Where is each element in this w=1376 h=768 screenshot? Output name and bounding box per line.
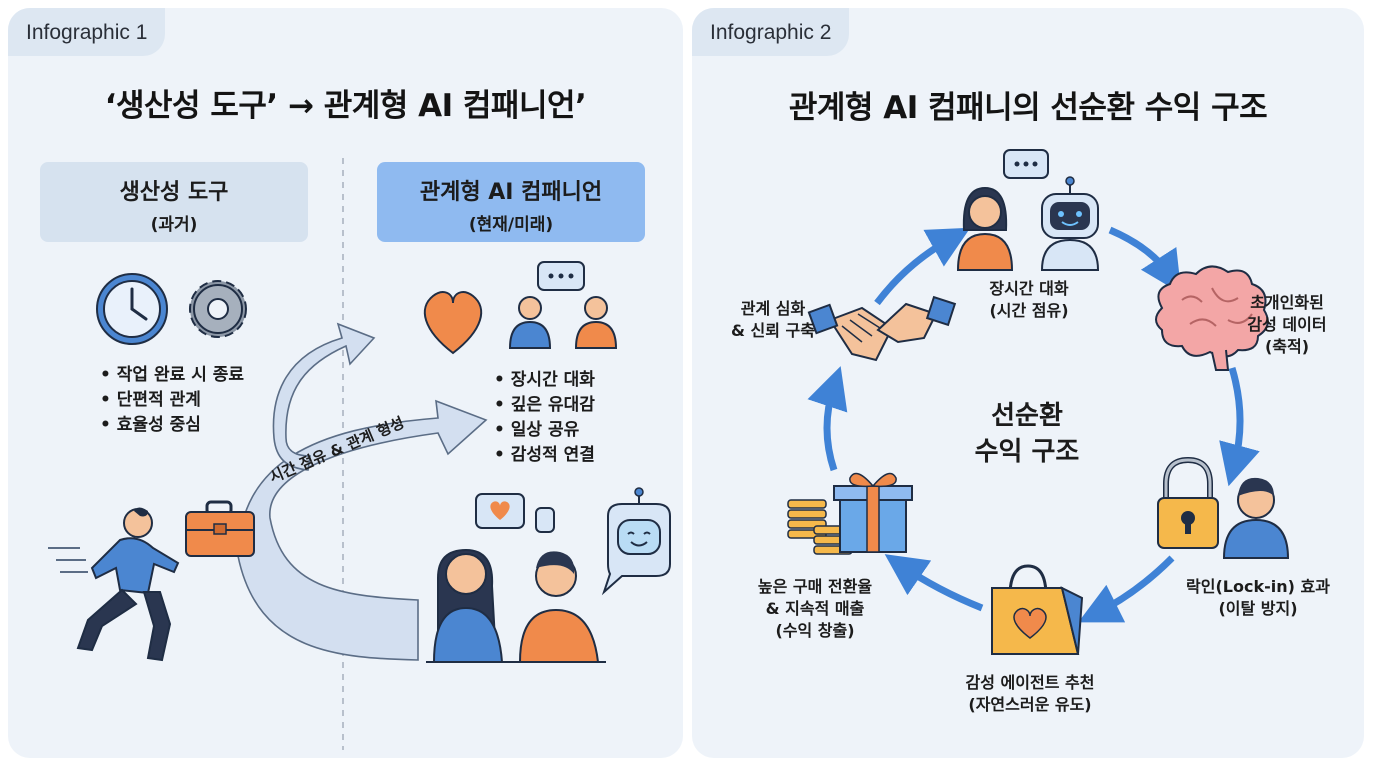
couple-chat-icon [426, 493, 606, 663]
chat-people-icon [508, 261, 618, 349]
step-line: 락인(Lock-in) 효과 [1186, 577, 1330, 596]
toolbox-icon [185, 500, 255, 557]
step-line: & 신뢰 구축 [731, 321, 815, 340]
infographic-1-panel: Infographic 1 ‘생산성 도구’ → 관계형 AI 컴패니언’ 생산… [8, 8, 683, 758]
coins-gift-icon [787, 472, 913, 555]
infographic-2-panel: Infographic 2 관계형 AI 컴패니의 선순환 수익 구조 [692, 8, 1364, 758]
center-line: 수익 구조 [974, 437, 1080, 467]
step-label: 높은 구매 전환율 & 지속적 매출 (수익 창출) [730, 576, 900, 642]
person-robot-chat-icon [956, 149, 1100, 271]
heart-icon [423, 291, 483, 355]
step-line: 장시간 대화 [989, 279, 1069, 298]
past-column-header: 생산성 도구 (과거) [40, 162, 308, 242]
step-line: (수익 창출) [775, 621, 855, 640]
center-line: 선순환 [991, 401, 1063, 431]
step-label: 장시간 대화 (시간 점유) [944, 278, 1114, 322]
step-label: 초개인화된 감성 데이터 (축적) [1222, 292, 1352, 358]
past-column-subtitle: (과거) [150, 215, 198, 235]
step-line: 관계 심화 [740, 299, 806, 318]
past-bullet-list: 작업 완료 시 종료 단편적 관계 효율성 중심 [100, 363, 244, 438]
cycle-arrow [1219, 366, 1260, 487]
page-title: 관계형 AI 컴패니의 선순환 수익 구조 [788, 90, 1268, 126]
future-bullet: 깊은 유대감 [494, 393, 595, 418]
future-column-subtitle: (현재/미래) [468, 215, 554, 235]
cycle-center-label: 선순환 수익 구조 [952, 398, 1102, 470]
past-column-title: 생산성 도구 [119, 180, 229, 205]
shopping-bag-icon [991, 564, 1084, 655]
page-title: ‘생산성 도구’ → 관계형 AI 컴패니언’ [104, 88, 587, 124]
step-line: 높은 구매 전환율 [757, 577, 873, 596]
cycle-arrow [807, 366, 848, 472]
robot-icon [601, 487, 671, 596]
brain-icon [1155, 265, 1269, 371]
future-bullet: 감성적 연결 [494, 443, 595, 468]
past-bullet: 효율성 중심 [100, 413, 244, 438]
future-bullet: 일상 공유 [494, 418, 595, 443]
cycle-arrow [1108, 226, 1182, 294]
cycle-arrow [1078, 555, 1175, 623]
cycle-arrow [884, 554, 984, 612]
future-column-header: 관계형 AI 컴패니언 (현재/미래) [377, 162, 645, 242]
past-bullet: 작업 완료 시 종료 [100, 363, 244, 388]
infographic-1-graphics [48, 158, 671, 750]
step-label: 감성 에이전트 추천 (자연스러운 유도) [940, 672, 1120, 716]
future-bullet-list: 장시간 대화 깊은 유대감 일상 공유 감성적 연결 [494, 368, 595, 468]
clock-icon [96, 273, 168, 345]
panel-tab: Infographic 1 [8, 8, 166, 56]
gear-icon [189, 280, 247, 338]
upper-ribbon-arrow [272, 322, 376, 471]
future-column-title: 관계형 AI 컴패니언 [419, 180, 603, 205]
past-bullet: 단편적 관계 [100, 388, 244, 413]
cycle-graphics [787, 149, 1290, 655]
step-line: (축적) [1264, 337, 1310, 356]
panel-tab: Infographic 2 [692, 8, 850, 56]
step-line: & 지속적 매출 [765, 599, 865, 618]
step-line: (시간 점유) [989, 301, 1069, 320]
running-person-icon [48, 507, 180, 662]
step-label: 락인(Lock-in) 효과 (이탈 방지) [1168, 576, 1348, 620]
cycle-arrow [874, 227, 971, 306]
future-bullet: 장시간 대화 [494, 368, 595, 393]
handshake-icon [807, 295, 957, 362]
step-line: 초개인화된 [1250, 293, 1324, 312]
step-line: (이탈 방지) [1218, 599, 1298, 618]
step-line: 감성 에이전트 추천 [965, 673, 1095, 692]
step-label: 관계 심화 & 신뢰 구축 [718, 298, 828, 342]
step-line: (자연스러운 유도) [968, 695, 1092, 714]
step-line: 감성 데이터 [1247, 315, 1327, 334]
lock-person-icon [1157, 456, 1290, 559]
